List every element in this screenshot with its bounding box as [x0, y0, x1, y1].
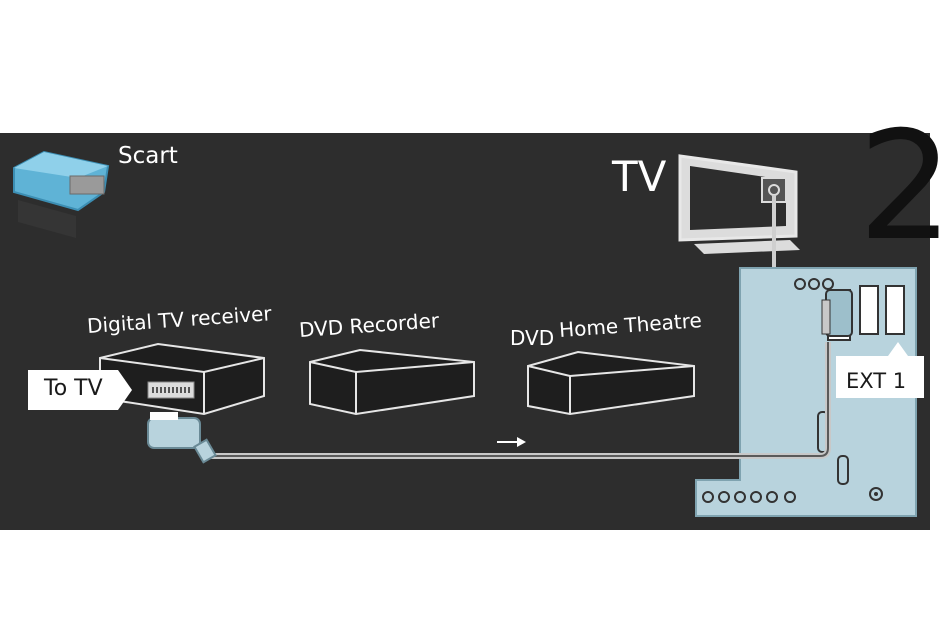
digital-tv-receiver-box [100, 344, 264, 414]
scart-label: Scart [118, 143, 178, 169]
tv-scart-plug [822, 290, 852, 336]
scart-connector-icon [14, 152, 108, 238]
ext1-text: EXT 1 [846, 369, 906, 393]
receiver-scart-plug [148, 412, 216, 462]
dvd-recorder-box [310, 350, 474, 414]
to-tv-text: To TV [44, 376, 103, 401]
signal-direction-arrow [497, 437, 526, 447]
dvd-home-theatre-box [528, 352, 694, 414]
tv-label: TV [612, 152, 666, 201]
step-number: 2 [858, 112, 950, 262]
dvd-label: DVD [510, 326, 554, 350]
tv-icon [680, 156, 800, 254]
